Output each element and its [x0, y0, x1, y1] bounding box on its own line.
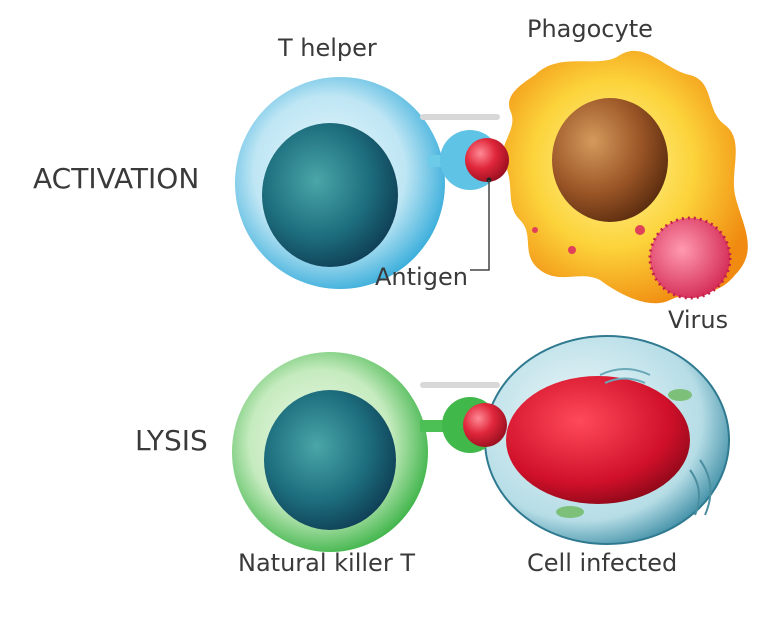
antigen-pointer-line — [470, 180, 490, 271]
receptor-stalk-lysis — [420, 420, 448, 432]
infected-nucleus — [506, 376, 690, 504]
label-phagocyte: Phagocyte — [527, 15, 653, 43]
antigen-lysis — [463, 403, 507, 447]
label-cell-infected: Cell infected — [527, 549, 678, 577]
antigen-activation — [465, 138, 509, 182]
receptor-bar-lysis — [420, 382, 500, 388]
label-t-helper: T helper — [278, 34, 377, 62]
infected-cell — [484, 335, 730, 545]
virus — [648, 216, 732, 300]
natural-killer-cell — [232, 352, 428, 552]
label-activation: ACTIVATION — [33, 162, 200, 195]
label-lysis: LYSIS — [135, 424, 208, 457]
label-natural-killer-t: Natural killer T — [238, 549, 415, 577]
natural-killer-nucleus — [264, 390, 396, 530]
label-antigen: Antigen — [375, 263, 468, 291]
phagocyte-nucleus — [552, 98, 668, 222]
label-virus: Virus — [668, 306, 729, 334]
receptor-bar — [420, 114, 500, 120]
t-helper-nucleus — [262, 123, 398, 267]
t-helper-cell — [235, 77, 445, 289]
